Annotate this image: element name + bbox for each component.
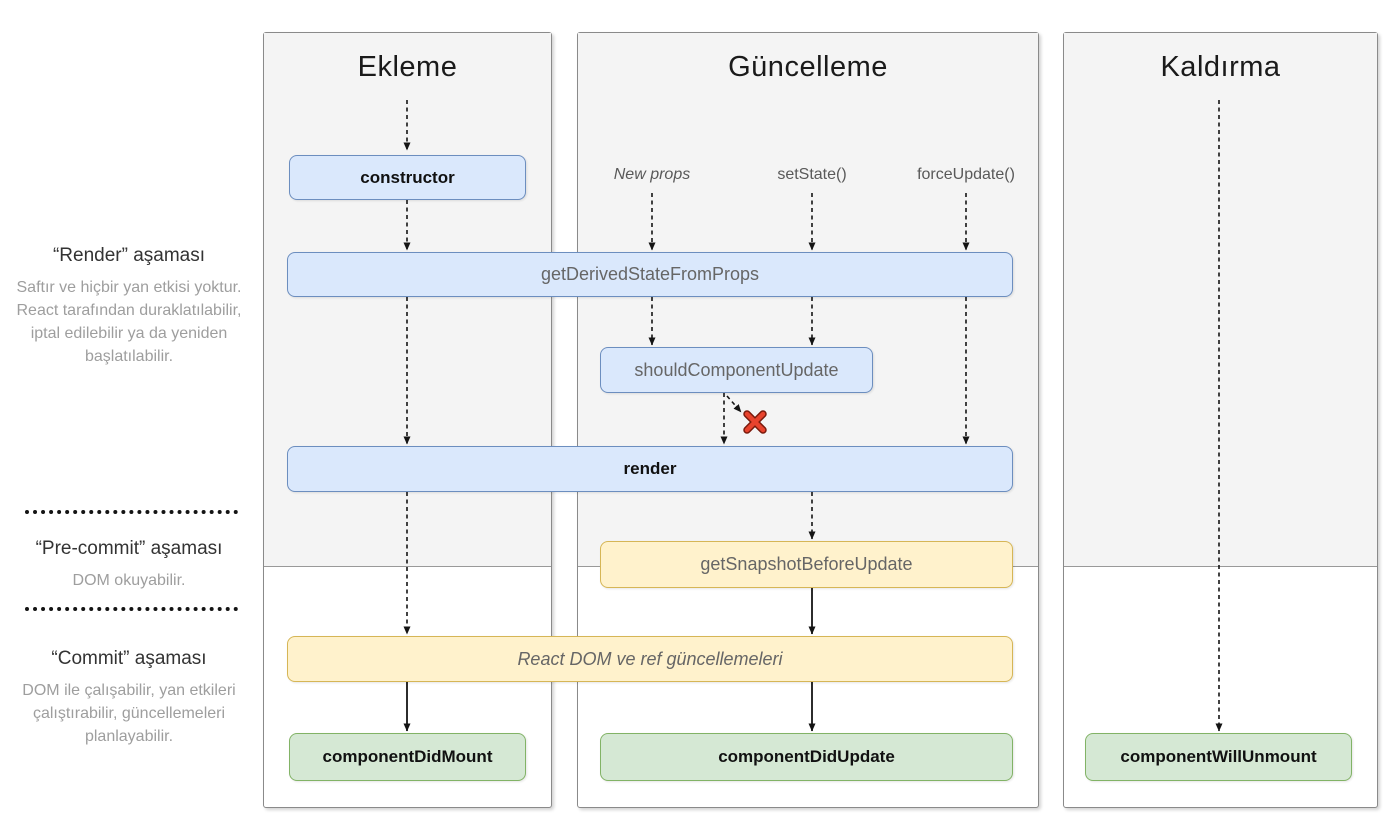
constructor-box[interactable]: constructor	[289, 155, 526, 200]
phase-render-desc: Saftır ve hiçbir yan etkisi yoktur. Reac…	[16, 279, 242, 365]
phase-divider	[25, 510, 238, 514]
phase-render-title: “Render” aşaması	[52, 245, 206, 266]
trigger-force-update: forceUpdate()	[917, 166, 1015, 183]
column-mounting: Ekleme	[263, 32, 552, 808]
phase-divider	[25, 607, 238, 611]
column-updating: Güncelleme	[577, 32, 1039, 808]
column-updating-title: Güncelleme	[728, 51, 888, 83]
column-mounting-title: Ekleme	[357, 51, 458, 83]
should-component-update-box[interactable]: shouldComponentUpdate	[600, 347, 873, 393]
phase-precommit-desc: DOM okuyabilir.	[72, 572, 186, 589]
phase-commit-block: “Commit” aşaması DOM ile çalışabilir, ya…	[15, 648, 243, 748]
phase-precommit-block: “Pre-commit” aşaması DOM okuyabilir.	[15, 538, 243, 592]
phase-commit-desc: DOM ile çalışabilir, yan etkileri çalışt…	[22, 682, 236, 745]
render-box[interactable]: render	[287, 446, 1013, 492]
react-dom-updates-box: React DOM ve ref güncellemeleri	[287, 636, 1013, 682]
render-phase-background	[1064, 33, 1377, 567]
phase-precommit-title: “Pre-commit” aşaması	[35, 538, 223, 559]
get-derived-state-from-props-box[interactable]: getDerivedStateFromProps	[287, 252, 1013, 297]
column-unmounting: Kaldırma	[1063, 32, 1378, 808]
trigger-set-state: setState()	[777, 166, 847, 183]
component-did-mount-box[interactable]: componentDidMount	[289, 733, 526, 781]
trigger-new-props: New props	[613, 166, 691, 183]
phase-commit-title: “Commit” aşaması	[51, 648, 207, 669]
phase-render-block: “Render” aşaması Saftır ve hiçbir yan et…	[15, 245, 243, 368]
column-unmounting-title: Kaldırma	[1160, 51, 1281, 83]
get-snapshot-before-update-box[interactable]: getSnapshotBeforeUpdate	[600, 541, 1013, 588]
component-will-unmount-box[interactable]: componentWillUnmount	[1085, 733, 1352, 781]
component-did-update-box[interactable]: componentDidUpdate	[600, 733, 1013, 781]
